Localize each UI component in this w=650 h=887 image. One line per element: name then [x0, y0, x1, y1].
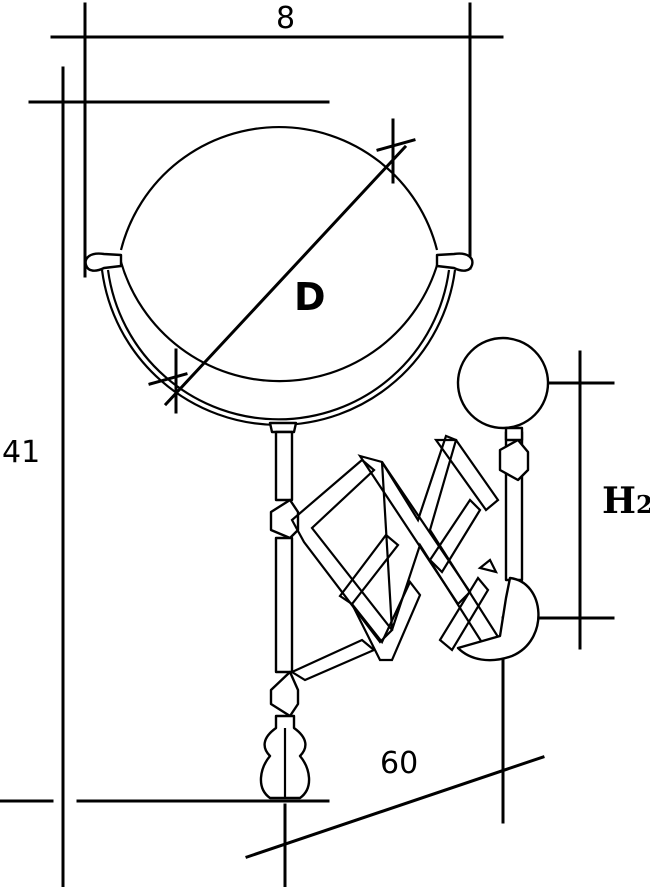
extension-label: 60 [380, 746, 418, 781]
scissor-arm [269, 430, 530, 718]
diameter-label: D [294, 275, 326, 319]
top-width-label: 8 [276, 1, 295, 36]
dimension-lines [0, 2, 615, 887]
base-plate [259, 714, 311, 800]
mount-height-subscript: 2 [636, 490, 650, 519]
wall-mount [456, 336, 550, 662]
mount-height-letter: H [602, 480, 636, 522]
mirror-head [84, 126, 474, 434]
mount-height-label: H2 [602, 480, 650, 522]
height-label: 41 [2, 435, 40, 470]
